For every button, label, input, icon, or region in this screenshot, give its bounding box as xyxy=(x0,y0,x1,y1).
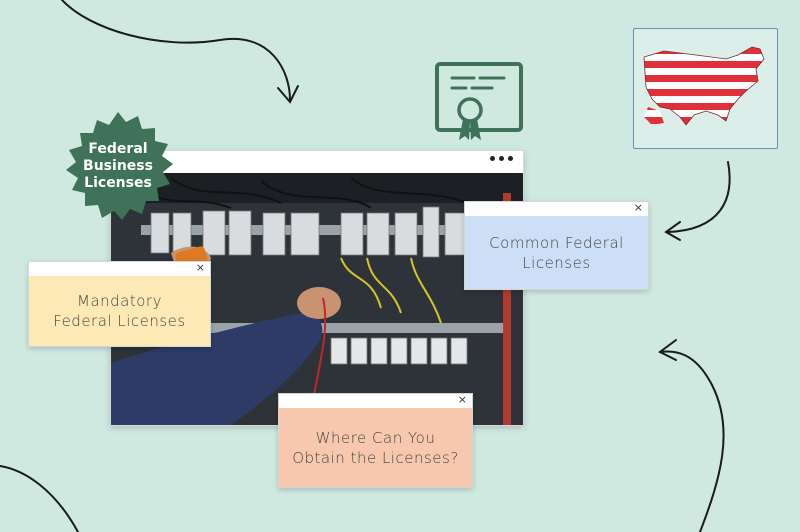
popup-body: Mandatory Federal Licenses xyxy=(29,276,210,346)
popup-line-2: Federal Licenses xyxy=(53,312,186,330)
usa-map-card xyxy=(633,28,778,149)
popup-line-2: Obtain the Licenses? xyxy=(292,448,459,467)
badge-text: Federal Business Licenses xyxy=(56,104,180,228)
scalloped-badge-shape xyxy=(66,112,173,220)
popup-line-2: Licenses xyxy=(522,253,591,272)
popup-titlebar: × xyxy=(465,201,648,216)
popup-body: Where Can You Obtain the Licenses? xyxy=(279,408,472,487)
mandatory-federal-licenses-popup[interactable]: × Mandatory Federal Licenses xyxy=(28,261,211,347)
popup-body: Common Federal Licenses xyxy=(465,216,648,289)
badge-line-2: Business xyxy=(83,157,153,174)
badge-line-1: Federal xyxy=(88,140,148,157)
badge-line-3: Licenses xyxy=(84,174,152,191)
where-to-obtain-licenses-popup[interactable]: × Where Can You Obtain the Licenses? xyxy=(278,393,473,488)
federal-business-licenses-badge: Federal Business Licenses xyxy=(56,104,180,228)
popup-titlebar: × xyxy=(29,261,210,276)
popup-line-1: Where Can You xyxy=(315,428,436,447)
usa-flag-map-icon xyxy=(643,46,765,126)
dot xyxy=(508,156,513,161)
common-federal-licenses-popup[interactable]: × Common Federal Licenses xyxy=(464,201,649,290)
window-titlebar xyxy=(111,151,523,173)
dot xyxy=(499,156,504,161)
popup-titlebar: × xyxy=(279,393,472,408)
popup-line-1: Common Federal xyxy=(489,233,624,252)
more-dots-icon[interactable] xyxy=(490,156,513,161)
close-icon[interactable]: × xyxy=(633,201,643,214)
certificate-icon xyxy=(435,62,523,140)
close-icon[interactable]: × xyxy=(195,261,205,274)
popup-line-1: Mandatory xyxy=(77,292,162,310)
close-icon[interactable]: × xyxy=(457,393,467,406)
dot xyxy=(490,156,495,161)
